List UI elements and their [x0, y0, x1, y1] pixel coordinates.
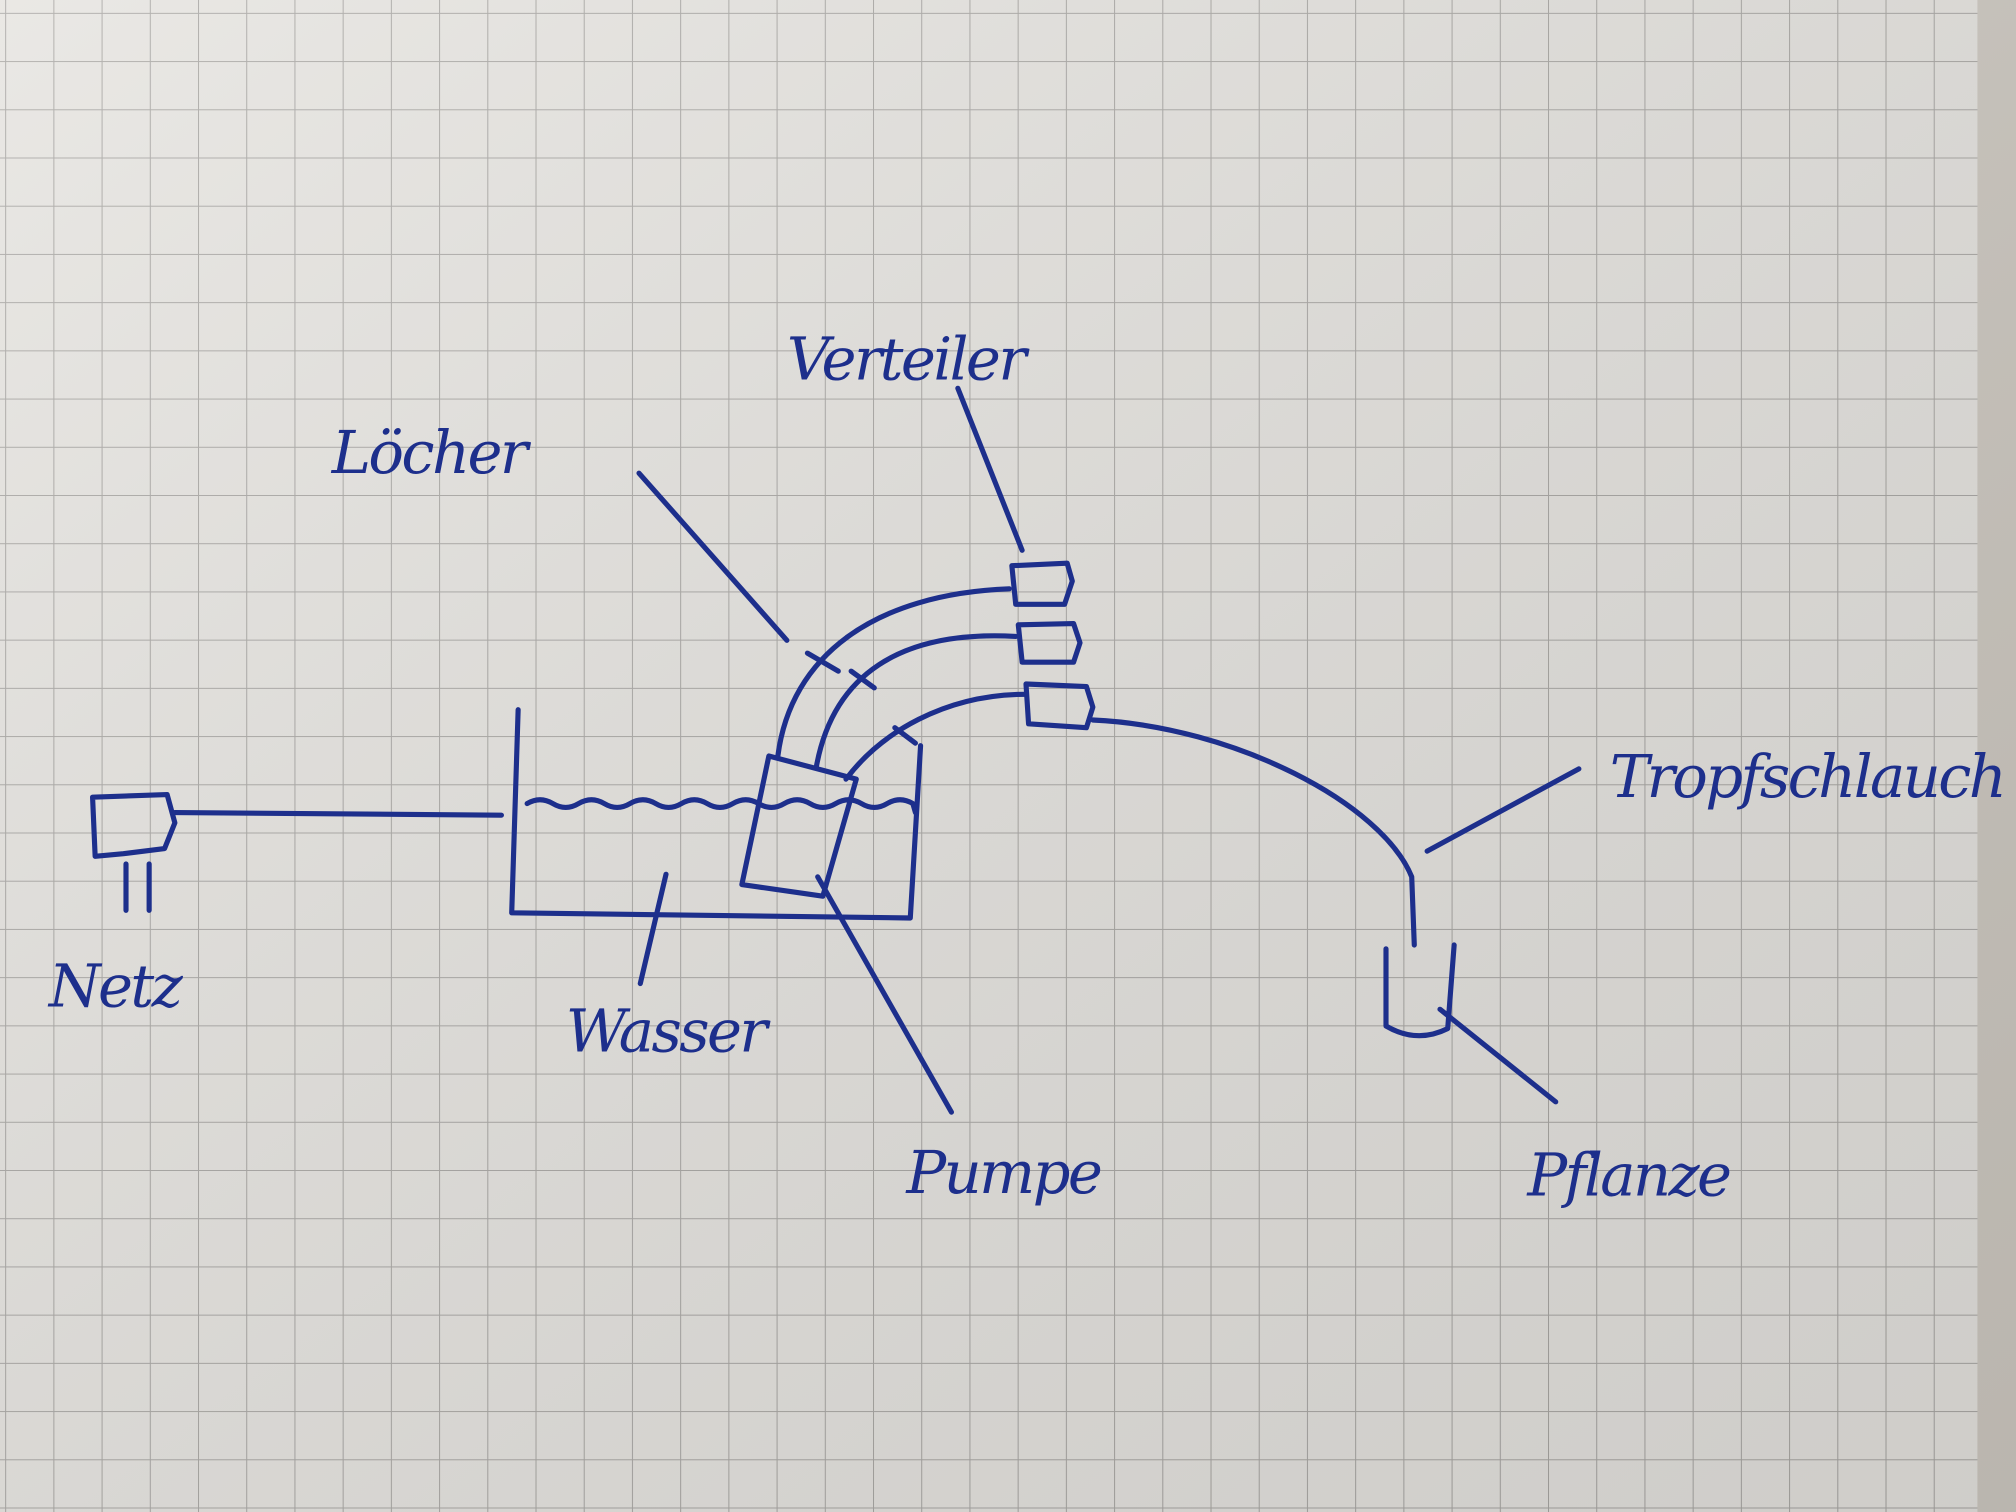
plant-pot [1383, 942, 1457, 1039]
distributor-blocks [1009, 560, 1096, 731]
power-plug-icon [90, 792, 178, 913]
hoses [775, 586, 1029, 782]
leader-lines [636, 385, 1582, 1115]
label-distributor: Verteiler [787, 324, 1031, 393]
label-water: Wasser [566, 997, 772, 1066]
drip-hose [1090, 717, 1417, 948]
label-drip-hose: Tropfschlauch [1610, 742, 2005, 811]
label-plant: Pflanze [1526, 1141, 1730, 1210]
hole-marks [804, 650, 918, 746]
label-mains: Netz [47, 952, 184, 1021]
label-pump: Pumpe [905, 1138, 1100, 1207]
pump [739, 753, 859, 899]
label-holes: Löcher [331, 418, 532, 487]
power-cable [172, 810, 504, 818]
